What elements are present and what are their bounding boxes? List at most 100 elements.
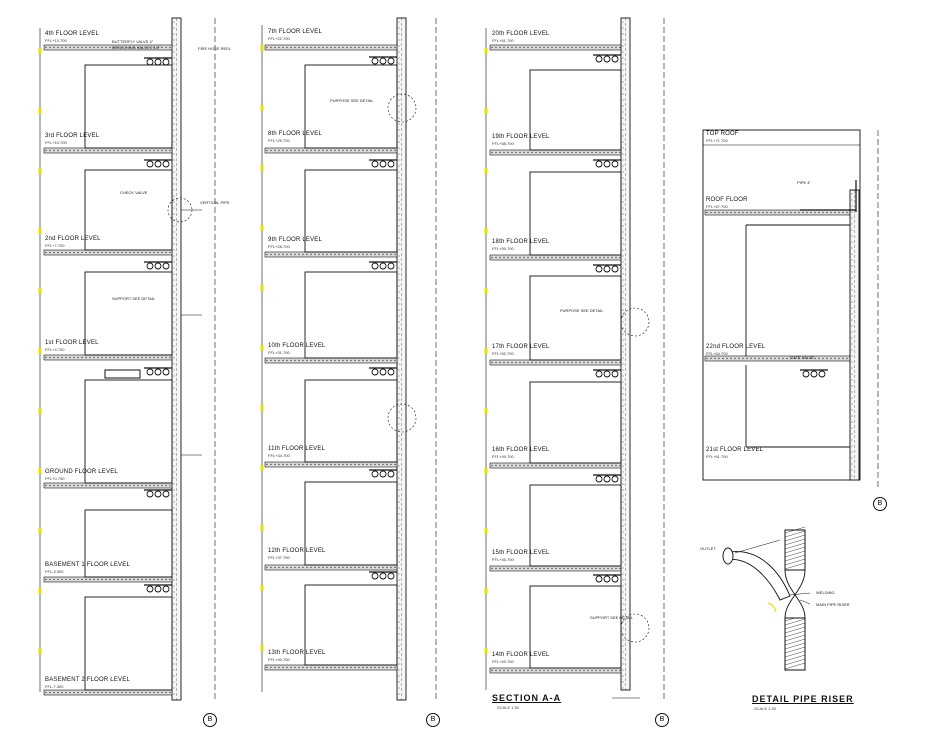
slab-hatch [499,567,501,570]
riser-hatch [173,387,175,389]
riser-hatch [398,57,400,59]
riser-hatch [398,477,400,479]
slab-hatch [559,151,561,154]
slab-hatch [125,251,127,254]
riser-hatch [173,573,175,575]
slab-hatch [495,256,497,259]
slab-hatch [567,151,569,154]
slab-hatch [338,253,340,256]
slab-hatch [535,256,537,259]
riser-hatch [622,27,624,29]
slab-hatch [523,464,525,467]
slab-hatch [282,566,284,569]
riser-hatch [622,531,624,533]
slab-hatch [782,357,784,360]
riser-hatch [622,45,624,47]
slab-hatch [758,211,760,214]
slab-hatch [567,669,569,672]
slab-hatch [495,464,497,467]
slab-hatch [286,359,288,362]
slab-hatch [125,484,127,487]
slab-hatch [65,578,67,581]
riser-hatch [173,639,175,641]
slab-hatch [105,356,107,359]
riser-hatch [173,171,175,173]
slab-hatch [81,356,83,359]
slab-hatch [113,484,115,487]
riser-hatch [851,325,853,327]
slab-hatch [591,669,593,672]
riser-hatch [622,399,624,401]
dimension-mark [38,648,42,654]
level-title: 4th FLOOR LEVEL [45,31,100,37]
riser-hatch [622,243,624,245]
valve-icon [371,470,379,478]
riser-hatch [173,183,175,185]
riser-hatch [398,249,400,251]
riser-hatch [173,345,175,347]
slab-hatch [722,211,724,214]
slab-hatch [507,464,509,467]
riser-hatch [398,237,400,239]
slab-hatch [551,669,553,672]
slab-hatch [290,566,292,569]
slab-hatch [726,211,728,214]
riser-hatch [398,351,400,353]
dimension-mark [484,528,488,534]
level-title: 11th FLOOR LEVEL [268,446,326,452]
slab-hatch [746,211,748,214]
riser-hatch [398,603,400,605]
riser-hatch [398,225,400,227]
slab-hatch [599,151,601,154]
slab-hatch [507,256,509,259]
slab-hatch [511,567,513,570]
segment-hatch [784,562,806,570]
slab-hatch [603,669,605,672]
slab-hatch [282,46,284,49]
slab-hatch [842,211,844,214]
slab-hatch [511,46,513,49]
slab-hatch [615,256,617,259]
riser-hatch [622,267,624,269]
riser-hatch [622,165,624,167]
slab-hatch [105,251,107,254]
riser-hatch [398,201,400,203]
slab-hatch [65,251,67,254]
slab-hatch [491,46,493,49]
riser-hatch [398,681,400,683]
room-outline [304,481,398,566]
slab-hatch [133,484,135,487]
slab-hatch [503,464,505,467]
slab-hatch [61,484,63,487]
slab-hatch [314,666,316,669]
dimension-mark [260,405,264,411]
slab-hatch [73,484,75,487]
riser-hatch [622,333,624,335]
slab-hatch [73,691,75,694]
slab-hatch [382,359,384,362]
slab-hatch [45,484,47,487]
slab-hatch [290,46,292,49]
riser-hatch [622,375,624,377]
riser-hatch [851,223,853,225]
slab-hatch [358,149,360,152]
slab-hatch [169,149,171,152]
riser-hatch [622,567,624,569]
level-title: ROOF FLOOR [706,197,748,203]
riser-hatch [622,453,624,455]
slab-hatch [121,356,123,359]
slab-hatch [153,149,155,152]
slab-hatch [511,669,513,672]
slab-hatch [149,578,151,581]
slab-hatch [358,253,360,256]
valve-icon [611,55,619,63]
slab-hatch [527,256,529,259]
segment-hatch [784,646,806,654]
slab-hatch [495,567,497,570]
slab-hatch [818,357,820,360]
riser-hatch [851,295,853,297]
slab-hatch [314,463,316,466]
slab-hatch [113,251,115,254]
slab-hatch [97,578,99,581]
riser-hatch [173,441,175,443]
